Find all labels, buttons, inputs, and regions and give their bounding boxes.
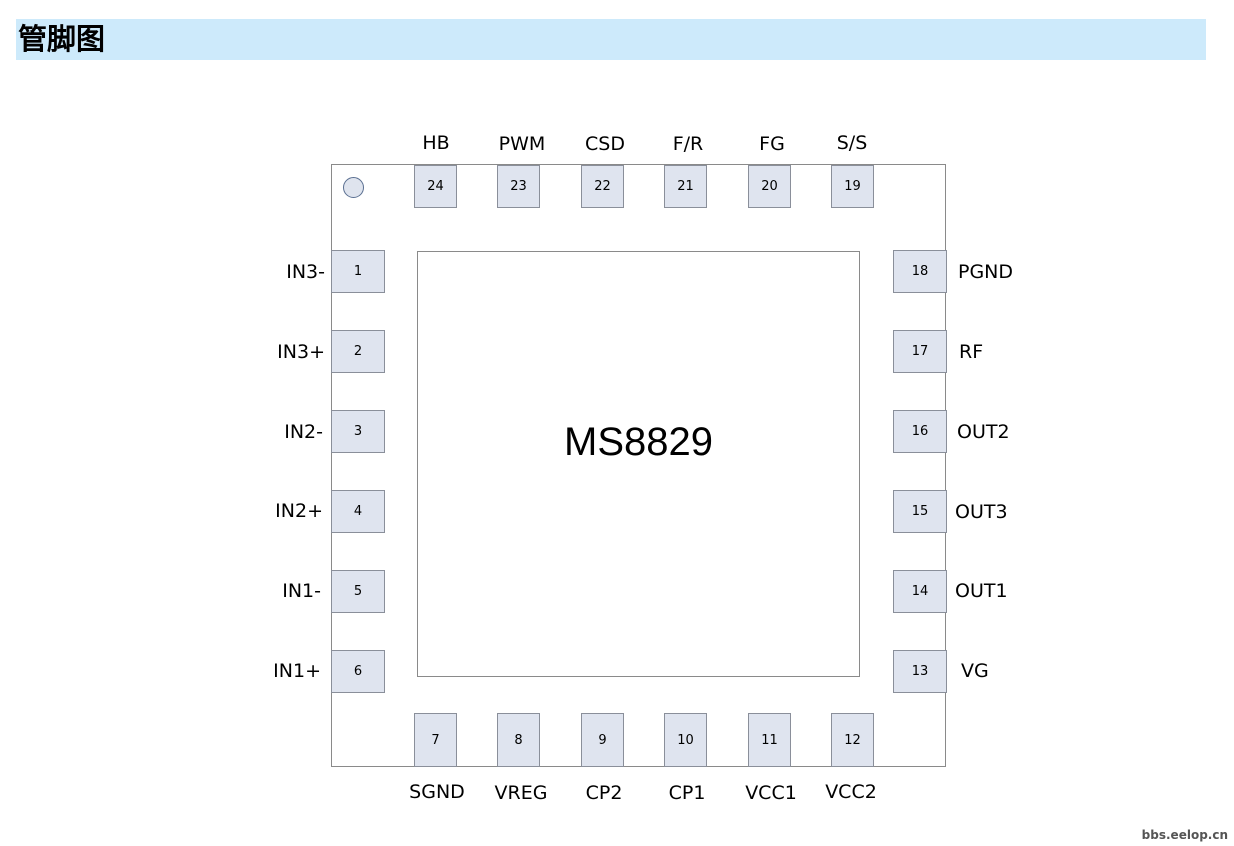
pin-label: SGND — [409, 781, 465, 803]
pin-label: VCC1 — [745, 782, 797, 804]
pin-label: IN3- — [286, 261, 325, 283]
pin-label: PWM — [498, 133, 546, 155]
pin-pad: 12 — [831, 713, 874, 767]
pin-pad: 14 — [893, 570, 947, 613]
pin-label: HB — [422, 132, 450, 154]
pin-label: IN1+ — [273, 660, 321, 682]
pin-label: IN2- — [284, 421, 323, 443]
pin-label: CP1 — [668, 782, 706, 804]
chip-die — [417, 251, 860, 677]
pin-pad: 24 — [414, 165, 457, 208]
pin-label: IN1- — [282, 580, 321, 602]
pin-label: RF — [959, 341, 984, 363]
pin-label: IN2+ — [275, 500, 323, 522]
section-header: 管脚图 — [16, 19, 1206, 60]
pin-pad: 7 — [414, 713, 457, 767]
pin-pad: 19 — [831, 165, 874, 208]
pin-pad: 18 — [893, 250, 947, 293]
pin-label: VG — [961, 660, 989, 682]
pin-pad: 15 — [893, 490, 947, 533]
pin-pad: 1 — [331, 250, 385, 293]
pin-pad: 17 — [893, 330, 947, 373]
section-title: 管脚图 — [18, 22, 106, 56]
pin-pad: 13 — [893, 650, 947, 693]
pin-label: PGND — [958, 261, 1014, 283]
pin-pad: 23 — [497, 165, 540, 208]
pin1-indicator-dot — [343, 177, 364, 198]
pin-label: OUT2 — [957, 421, 1010, 443]
pin-label: FG — [759, 133, 785, 155]
pin-pad: 22 — [581, 165, 624, 208]
pin-pad: 6 — [331, 650, 385, 693]
pin-label: VCC2 — [825, 781, 877, 803]
pin-pad: 9 — [581, 713, 624, 767]
pin-label: CSD — [585, 133, 625, 155]
pin-label: CP2 — [585, 782, 623, 804]
pin-label: IN3+ — [277, 341, 325, 363]
pin-label: F/R — [672, 133, 704, 155]
watermark: bbs.eelop.cn — [1141, 828, 1228, 842]
pin-pad: 10 — [664, 713, 707, 767]
pin-pad: 8 — [497, 713, 540, 767]
pin-pad: 5 — [331, 570, 385, 613]
pin-label: OUT1 — [955, 580, 1008, 602]
pin-label: OUT3 — [955, 501, 1008, 523]
pin-label: VREG — [494, 782, 548, 804]
pin-pad: 20 — [748, 165, 791, 208]
pin-pad: 4 — [331, 490, 385, 533]
chip-name: MS8829 — [564, 420, 713, 464]
pin-pad: 3 — [331, 410, 385, 453]
pin-pad: 21 — [664, 165, 707, 208]
pin-pad: 16 — [893, 410, 947, 453]
pin-pad: 11 — [748, 713, 791, 767]
pin-label: S/S — [836, 132, 868, 154]
pin-pad: 2 — [331, 330, 385, 373]
